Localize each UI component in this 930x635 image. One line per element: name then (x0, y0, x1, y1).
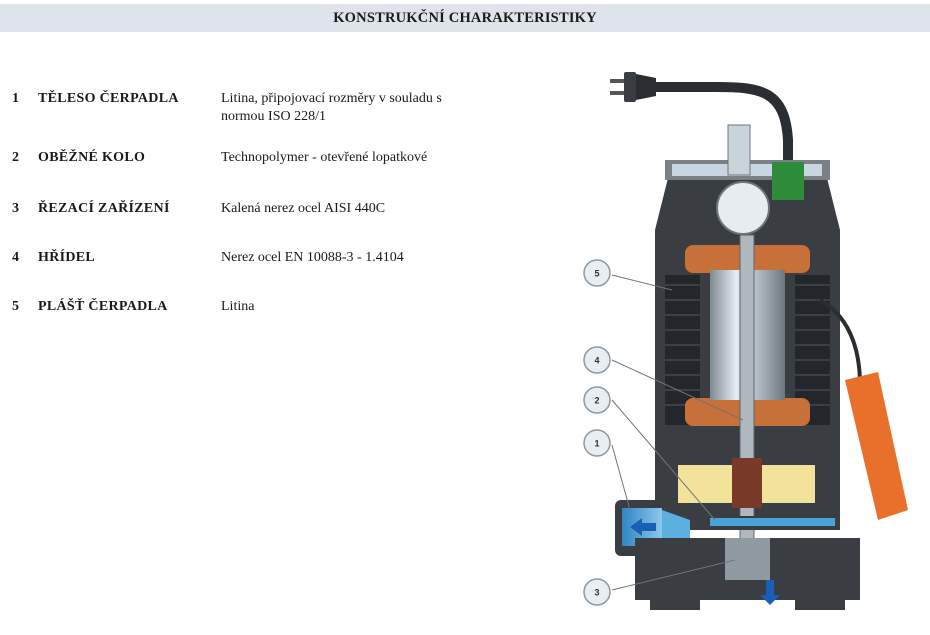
spec-number: 4 (12, 250, 19, 265)
seal-chamber-shape (678, 458, 815, 508)
cable-gland-shape (772, 162, 804, 200)
spec-value-line: Kalená nerez ocel AISI 440C (221, 201, 386, 216)
callout-marker: 1 (583, 429, 611, 457)
inlet-arrow-icon (760, 580, 780, 605)
callout-label: 2 (594, 396, 599, 406)
spec-number: 3 (12, 201, 19, 216)
spec-number: 5 (12, 299, 19, 314)
outlet-arrow-icon (630, 518, 656, 536)
float-switch-shape (818, 298, 908, 520)
callout-label: 4 (594, 356, 599, 366)
spec-value-line: normou ISO 228/1 (221, 109, 326, 124)
section-header: KONSTRUKČNÍ CHARAKTERISTIKY (0, 4, 930, 32)
shaft-top-shape (727, 124, 751, 176)
spec-value-line: Litina, připojovací rozměry v souladu s (221, 91, 442, 106)
spec-value: Litina (221, 298, 521, 316)
spec-value-line: Nerez ocel EN 10088-3 - 1.4104 (221, 250, 404, 265)
spec-name: TĚLESO ČERPADLA (38, 91, 179, 106)
spec-value: Kalená nerez ocel AISI 440C (221, 200, 521, 218)
spec-name: HŘÍDEL (38, 250, 96, 265)
spec-name: OBĚŽNÉ KOLO (38, 150, 146, 165)
spec-value-line: Technopolymer - otevřené lopatkové (221, 150, 428, 165)
spec-number: 2 (12, 150, 19, 165)
spec-value: Technopolymer - otevřené lopatkové (221, 149, 521, 167)
callout-marker: 4 (583, 346, 611, 374)
spec-value: Nerez ocel EN 10088-3 - 1.4104 (221, 249, 521, 267)
callout-label: 5 (594, 269, 599, 279)
spec-number: 1 (12, 91, 19, 106)
callout-marker: 5 (583, 259, 611, 287)
pump-cross-section-diagram: 5 4 2 1 3 (583, 72, 908, 610)
callout-marker: 2 (583, 386, 611, 414)
callout-marker: 3 (583, 578, 611, 606)
spec-value: Litina, připojovací rozměry v souladu s … (221, 90, 521, 126)
spec-value-line: Litina (221, 299, 255, 314)
bearing-shape (716, 181, 770, 235)
callout-label: 3 (594, 588, 599, 598)
section-title: KONSTRUKČNÍ CHARAKTERISTIKY (333, 9, 597, 26)
callout-label: 1 (594, 439, 599, 449)
power-plug-icon (610, 72, 793, 160)
spec-name: PLÁŠŤ ČERPADLA (38, 299, 168, 314)
spec-name: ŘEZACÍ ZAŘÍZENÍ (38, 201, 170, 216)
pump-base-shape (615, 500, 860, 610)
